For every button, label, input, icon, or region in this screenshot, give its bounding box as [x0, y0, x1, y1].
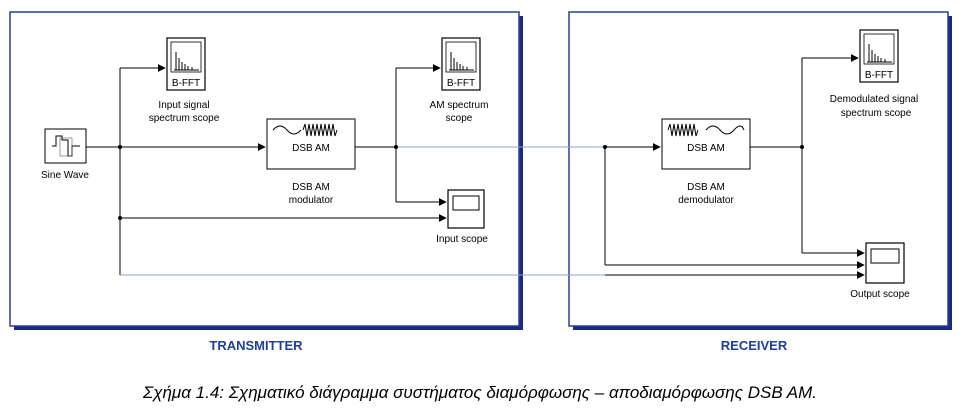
input-fft-label-2: spectrum scope — [149, 113, 220, 124]
input-fft-face: B-FFT — [172, 78, 200, 89]
demod-fft-label-2: spectrum scope — [841, 108, 912, 119]
demod-fft-label-1: Demodulated signal — [830, 94, 918, 105]
modulated-wave-icon — [272, 123, 338, 137]
input-scope-block[interactable]: Input scope — [436, 189, 488, 245]
demod-fft-face: B-FFT — [865, 70, 893, 81]
receiver-title: RECEIVER — [721, 338, 788, 353]
modulator-label-1: DSB AM — [292, 182, 330, 193]
am-fft-face: B-FFT — [447, 78, 475, 89]
demodulator-label-1: DSB AM — [687, 182, 725, 193]
modulator-block[interactable]: DSB AM DSB AM modulator — [266, 118, 356, 206]
am-fft-block[interactable]: B-FFT AM spectrum scope — [430, 37, 489, 124]
sine-wave-block[interactable]: Sine Wave — [41, 128, 89, 181]
output-scope-label: Output scope — [850, 289, 910, 300]
modulator-label-2: modulator — [289, 195, 334, 206]
spectrum-icon — [867, 44, 892, 63]
input-fft-block[interactable]: B-FFT Input signal spectrum scope — [149, 37, 220, 124]
spectrum-icon — [174, 52, 199, 71]
input-fft-label-1: Input signal — [158, 100, 209, 111]
modulator-face: DSB AM — [292, 143, 330, 154]
demodulator-face: DSB AM — [687, 143, 725, 154]
demodulator-block[interactable]: DSB AM DSB AM demodulator — [661, 118, 751, 206]
am-fft-label-2: scope — [446, 113, 473, 124]
demodulated-wave-icon — [667, 123, 745, 137]
figure-caption: Σχήμα 1.4: Σχηματικό διάγραμμα συστήματο… — [143, 383, 817, 402]
demod-fft-block[interactable]: B-FFT Demodulated signal spectrum scope — [830, 29, 918, 119]
signal-wires — [86, 54, 865, 279]
am-fft-label-1: AM spectrum — [430, 100, 489, 111]
demodulator-label-2: demodulator — [678, 195, 734, 206]
input-scope-label: Input scope — [436, 234, 488, 245]
output-scope-block[interactable]: Output scope — [850, 242, 910, 300]
sine-wave-label: Sine Wave — [41, 170, 89, 181]
spectrum-icon — [449, 52, 474, 71]
transmitter-title: TRANSMITTER — [209, 338, 303, 353]
